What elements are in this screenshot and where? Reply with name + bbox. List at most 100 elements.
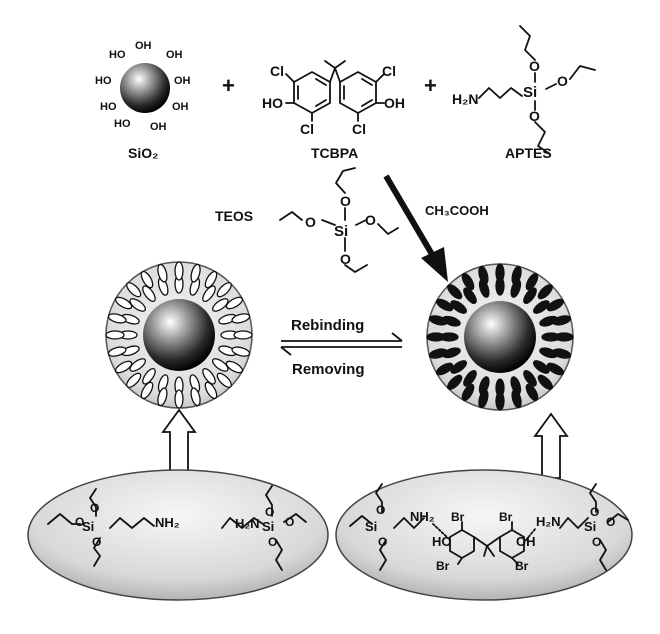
reaction-arrow: [383, 174, 448, 282]
tcbpa-label: TCBPA: [311, 145, 358, 161]
plus-sign-1: +: [222, 73, 235, 98]
oh-right: OH: [516, 534, 536, 549]
h2n-right: H₂N: [536, 514, 561, 529]
empty-cavity: [225, 296, 244, 310]
filled-cavity: [552, 348, 572, 359]
plus-sign-2: +: [424, 73, 437, 98]
empty-cavity: [129, 298, 147, 312]
filled-cavity: [435, 298, 454, 312]
aptes-o-3: O: [529, 108, 540, 124]
tcbpa-cl-2: Cl: [300, 121, 314, 137]
o-left-4: O: [265, 505, 274, 519]
filled-cavity: [450, 360, 468, 374]
empty-cavity: [204, 270, 218, 289]
sio2-core: [120, 63, 170, 113]
filled-cavity: [546, 298, 565, 312]
sio2-ho-4: HO: [114, 118, 131, 130]
filled-cavity: [523, 287, 537, 305]
surface-left-bonds: [47, 485, 307, 571]
empty-cavity: [142, 367, 156, 385]
filled-cavity: [428, 348, 448, 359]
empty-cavity: [231, 313, 251, 324]
ho-right: HO: [432, 534, 452, 549]
empty-cavity: [225, 360, 244, 374]
filled-cavity: [435, 362, 454, 376]
aptes-label: APTES: [505, 145, 552, 161]
empty-cavity: [190, 387, 201, 407]
o-left-6: O: [268, 535, 277, 549]
sio2-oh-5: OH: [150, 121, 167, 133]
empty-cavity: [204, 381, 218, 400]
filled-cavity: [537, 284, 553, 300]
o-right-3: O: [590, 505, 599, 519]
teos-bonds: [279, 167, 399, 273]
aptes-molecule: H₂N Si O O O APTES: [452, 25, 596, 161]
removing-label: Removing: [292, 361, 365, 378]
empty-cavity: [140, 270, 154, 289]
br-right-4: Br: [515, 559, 529, 573]
filled-cavity: [554, 332, 574, 342]
aptes-h2n: H₂N: [452, 91, 478, 107]
teos-o-1: O: [340, 193, 351, 209]
o-right-5: O: [592, 535, 601, 549]
aptes-bonds: [478, 25, 596, 155]
tcbpa-bonds: [285, 60, 385, 122]
empty-cavities: [105, 261, 253, 409]
tcbpa-ho: HO: [262, 95, 283, 111]
surface-right-bonds: [349, 483, 629, 571]
tcbpa-molecule: Cl HO Cl Cl OH Cl TCBPA: [262, 60, 405, 161]
empty-cavity: [216, 282, 232, 298]
filled-cavity: [552, 315, 572, 326]
filled-cavity: [532, 360, 550, 374]
sio2-label: SiO₂: [128, 145, 158, 161]
filled-cavity: [426, 332, 446, 342]
sio2-ho-3: HO: [100, 101, 117, 113]
filled-cavity: [447, 374, 463, 390]
empty-cavity: [233, 330, 253, 340]
filled-cavity: [523, 369, 537, 387]
aptes-si: Si: [523, 84, 537, 101]
surface-right: Si O O NH₂ HO Br Br Br Br OH H₂N Si O O …: [335, 469, 633, 601]
tcbpa-cl-4: Cl: [352, 121, 366, 137]
filled-cavity: [525, 383, 539, 402]
filled-cavity: [463, 369, 477, 387]
ellipse-left: [27, 469, 329, 601]
empty-cavity: [231, 346, 251, 357]
sio2-oh-1: OH: [135, 40, 152, 52]
empty-cavity: [211, 298, 229, 312]
br-right-1: Br: [451, 510, 465, 524]
sio2-oh-3: OH: [174, 75, 191, 87]
teos-molecule: TEOS Si O O O O: [215, 167, 399, 273]
teos-o-3: O: [365, 212, 376, 228]
sio2-particle: OH HO OH HO OH HO OH HO OH SiO₂: [95, 40, 191, 161]
empty-cavity: [202, 367, 216, 385]
surface-left: Si O O O NH₂ H₂N Si O O O: [27, 469, 329, 601]
o-left-3: O: [92, 535, 101, 549]
ellipse-right: [335, 469, 633, 601]
empty-cavity: [157, 263, 168, 283]
sio2-ho-1: HO: [109, 49, 126, 61]
aptes-o-2: O: [557, 73, 568, 89]
filled-cavities: [426, 263, 574, 411]
empty-cavity: [107, 346, 127, 357]
empty-cavity: [114, 296, 133, 310]
empty-cavity: [211, 358, 229, 372]
empty-cavity: [174, 389, 184, 409]
sio2-oh-4: OH: [172, 101, 189, 113]
filled-cavity: [428, 315, 448, 326]
empty-cavity: [202, 285, 216, 303]
filled-cavity: [463, 287, 477, 305]
empty-cavity: [140, 381, 154, 400]
empty-cavity: [190, 263, 201, 283]
nh2-right: NH₂: [410, 509, 435, 524]
rebinding-label: Rebinding: [291, 317, 364, 334]
filled-cavity: [525, 272, 539, 291]
filled-cavity: [461, 383, 475, 402]
tcbpa-cl-1: Cl: [270, 63, 284, 79]
empty-cavity: [174, 261, 184, 281]
core-left: [143, 299, 215, 371]
empty-cavity: [105, 330, 125, 340]
equilibrium-arrows: [280, 332, 403, 356]
si-left-2: Si: [262, 519, 274, 534]
